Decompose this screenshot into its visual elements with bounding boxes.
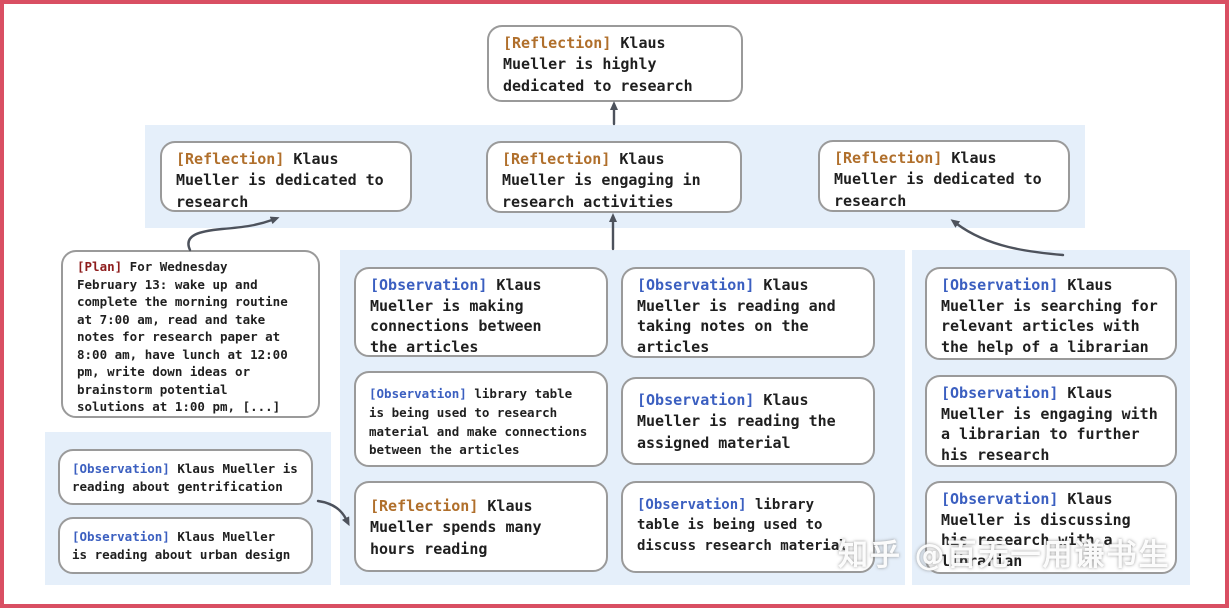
node-text: Klaus Mueller is searching for relevant … (941, 276, 1158, 357)
node-mid-a-reflection: [Reflection] Klaus Mueller spends many h… (354, 481, 608, 572)
reflection-tag: [Reflection] (834, 149, 943, 167)
observation-tag: [Observation] (941, 276, 1059, 294)
reflection-tag: [Reflection] (176, 150, 285, 168)
node-mid-b-observation-2: [Observation] Klaus Mueller is reading t… (621, 377, 875, 465)
node-mid-a-observation-1: [Observation] Klaus Mueller is making co… (354, 267, 608, 357)
node-text: Klaus Mueller is dedicated to research (176, 150, 384, 211)
node-text: Klaus Mueller is engaging in research ac… (502, 150, 701, 211)
node-text: Klaus Mueller is dedicated to research (834, 149, 1042, 210)
node-mid-a-observation-2: [Observation] library table is being use… (354, 371, 608, 467)
node-text: Klaus Mueller is reading the assigned ma… (637, 391, 836, 452)
node-text: Klaus Mueller is reading about urban des… (72, 529, 291, 563)
node-plan: [Plan] For Wednesday February 13: wake u… (61, 250, 320, 418)
observation-tag: [Observation] (637, 497, 747, 513)
node-text: Klaus Mueller spends many hours reading (370, 497, 542, 558)
node-left-observation-2: [Observation] Klaus Mueller is reading a… (58, 517, 313, 574)
observation-tag: [Observation] (637, 391, 755, 409)
node-text: library table is being used to discuss r… (637, 497, 848, 554)
node-text: Klaus Mueller is engaging with a librari… (941, 384, 1158, 465)
node-left-observation-1: [Observation] Klaus Mueller is reading a… (58, 449, 313, 505)
observation-tag: [Observation] (369, 386, 467, 401)
observation-tag: [Observation] (941, 490, 1059, 508)
node-right-observation-2: [Observation] Klaus Mueller is engaging … (925, 375, 1177, 467)
node-right-observation-1: [Observation] Klaus Mueller is searching… (925, 267, 1177, 360)
node-text: Klaus Mueller is making connections betw… (370, 276, 542, 357)
observation-tag: [Observation] (637, 276, 755, 294)
node-text: Klaus Mueller is reading about gentrific… (72, 461, 298, 495)
node-mid-b-observation-1: [Observation] Klaus Mueller is reading a… (621, 267, 875, 358)
watermark: 知乎 @百无一用谦书生 (838, 538, 1171, 573)
node-text: Klaus Mueller is discussing his research… (941, 490, 1131, 571)
reflection-tag: [Reflection] (370, 497, 479, 515)
observation-tag: [Observation] (370, 276, 488, 294)
node-text: library table is being used to research … (369, 386, 588, 458)
node-reflection-1: [Reflection] Klaus Mueller is dedicated … (160, 141, 412, 212)
node-mid-b-observation-3: [Observation] library table is being use… (621, 481, 875, 573)
reflection-tag: [Reflection] (503, 34, 612, 52)
observation-tag: [Observation] (72, 529, 170, 544)
node-right-observation-3: [Observation] Klaus Mueller is discussin… (925, 481, 1177, 574)
node-root-reflection: [Reflection] Klaus Mueller is highly ded… (487, 25, 743, 102)
node-text: For Wednesday February 13: wake up and c… (77, 259, 288, 414)
reflection-tag: [Reflection] (502, 150, 611, 168)
node-text: Klaus Mueller is reading and taking note… (637, 276, 836, 357)
plan-tag: [Plan] (77, 259, 123, 274)
observation-tag: [Observation] (72, 461, 170, 476)
node-reflection-3: [Reflection] Klaus Mueller is dedicated … (818, 140, 1070, 212)
node-text: Klaus Mueller is highly dedicated to res… (503, 34, 693, 95)
observation-tag: [Observation] (941, 384, 1059, 402)
node-reflection-2: [Reflection] Klaus Mueller is engaging i… (486, 141, 742, 213)
